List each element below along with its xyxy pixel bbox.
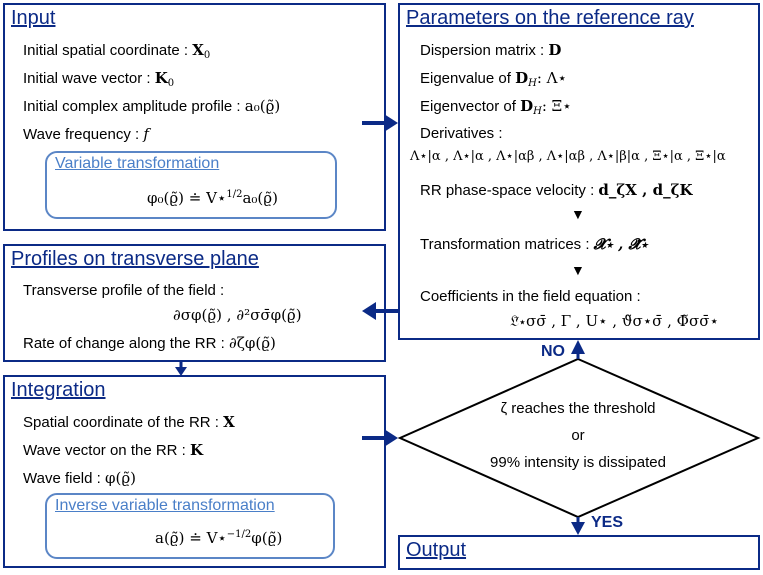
profiles-title: Profiles on transverse plane [11, 248, 259, 270]
inverse-transformation-box: Inverse variable transformation a(ϱ̃) ≐ … [45, 493, 335, 559]
rate-of-change-line: Rate of change along the RR : ∂ζφ(ϱ̃) [23, 334, 276, 352]
down-arrow-icon: ▼ [571, 206, 585, 222]
decision-line-2: or [571, 427, 585, 444]
inverse-transformation-equation: a(ϱ̃) ≐ V⋆−1/2φ(ϱ̃) [155, 529, 283, 547]
profiles-box: Profiles on transverse plane Transverse … [3, 244, 386, 362]
derivatives-math: Λ⋆|α , Λ⋆|α , Λ⋆|αβ , Λ⋆|αβ , Λ⋆|β|α , Ξ… [410, 149, 726, 164]
input-line-frequency: Wave frequency : f [23, 125, 149, 143]
integration-line-wavevector: Wave vector on the RR : K [23, 441, 204, 459]
output-box: Output [398, 535, 760, 570]
derivatives-label: Derivatives : [420, 125, 503, 142]
input-line-spatial: Initial spatial coordinate : X0 [23, 41, 211, 61]
input-line-wavevector: Initial wave vector : K0 [23, 69, 175, 89]
variable-transformation-equation: φ₀(ϱ̃) ≐ V⋆1/2a₀(ϱ̃) [147, 189, 278, 207]
variable-transformation-box: Variable transformation φ₀(ϱ̃) ≐ V⋆1/2a₀… [45, 151, 337, 219]
yes-label: YES [591, 514, 624, 531]
rr-velocity-line: RR phase-space velocity : d_ζX , d_ζK [420, 181, 693, 199]
arrow-head-left [362, 302, 376, 320]
integration-line-wavefield: Wave field : φ(ϱ̃) [23, 469, 137, 487]
variable-transformation-title: Variable transformation [55, 155, 220, 172]
transverse-profile-label: Transverse profile of the field : [23, 282, 225, 299]
coefficients-label: Coefficients in the field equation : [420, 288, 641, 305]
down-arrow-icon: ▼ [571, 262, 585, 278]
input-line-amplitude: Initial complex amplitude profile : a₀(ϱ… [23, 97, 281, 115]
coefficients-math: 𝔏̃⋆σσ̄ , Γ , U⋆ , ϑ̃σ⋆σ̄ , Φ̃σσ̄⋆ [510, 312, 719, 330]
arrow-head-up [571, 340, 585, 354]
decision-line-3: 99% intensity is dissipated [490, 454, 666, 471]
output-title: Output [406, 539, 467, 561]
input-title: Input [11, 7, 56, 29]
parameters-title: Parameters on the reference ray [406, 7, 694, 29]
decision-line-1: ζ reaches the threshold [500, 400, 656, 417]
transformation-line: Transformation matrices : 𝓧⋆ , 𝓧̃⋆ [420, 235, 648, 253]
integration-box: Integration Spatial coordinate of the RR… [3, 375, 386, 568]
arrow-head-right [384, 114, 398, 132]
input-box: Input Initial spatial coordinate : X0 In… [3, 3, 386, 231]
integration-line-spatial: Spatial coordinate of the RR : X [23, 413, 235, 431]
arrow-head-down [571, 522, 585, 535]
eigenvalue-line: Eigenvalue of DH: Λ⋆ [420, 69, 567, 89]
parameters-box: Parameters on the reference ray Dispersi… [398, 3, 760, 340]
no-label: NO [541, 343, 565, 360]
inverse-transformation-title: Inverse variable transformation [55, 497, 275, 514]
dispersion-line: Dispersion matrix : D [420, 41, 562, 59]
eigenvector-line: Eigenvector of DH: Ξ⋆ [420, 97, 572, 117]
arrow-head-down [175, 367, 187, 376]
integration-title: Integration [11, 379, 106, 401]
arrow-head-right [384, 429, 398, 447]
transverse-profile-math: ∂σφ(ϱ̃) , ∂²σσ̄φ(ϱ̃) [173, 306, 302, 324]
